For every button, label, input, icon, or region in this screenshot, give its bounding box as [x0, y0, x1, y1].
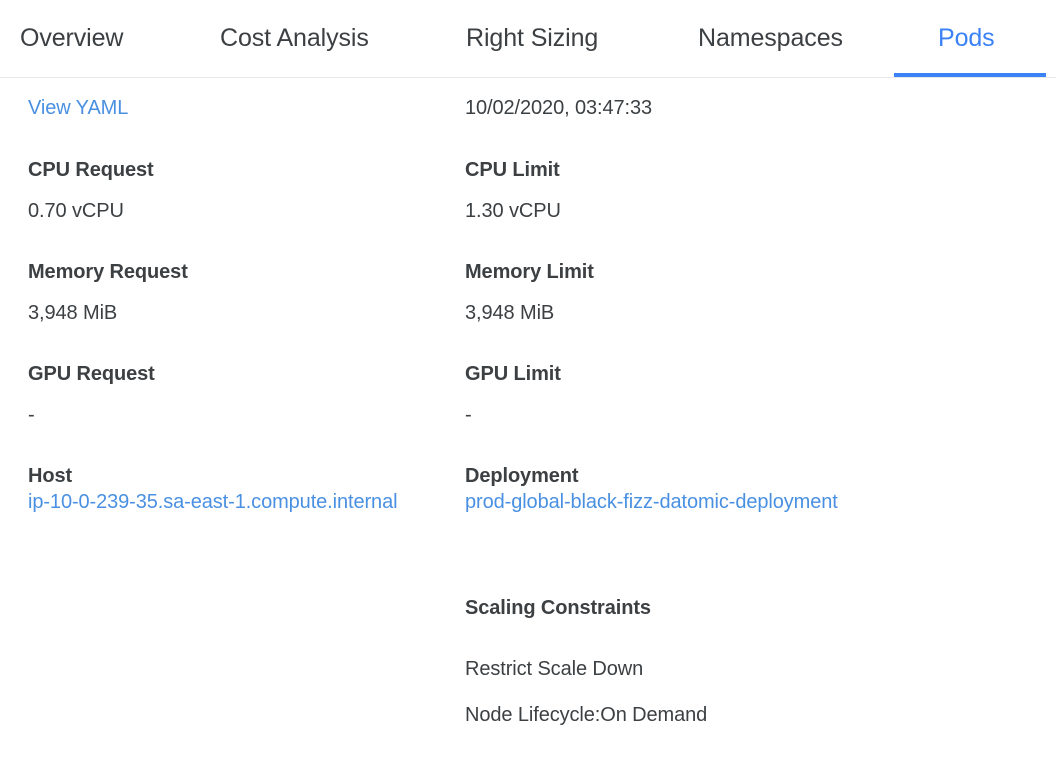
scaling-constraint-item-node-lifecycle: Node Lifecycle:On Demand [465, 704, 708, 726]
field-value-cpu-request: 0.70 vCPU [28, 200, 124, 222]
field-label-scaling-constraints: Scaling Constraints [465, 597, 651, 619]
tab-right-sizing[interactable]: Right Sizing [466, 24, 599, 52]
field-value-memory-request: 3,948 MiB [28, 302, 118, 324]
pod-timestamp: 10/02/2020, 03:47:33 [465, 97, 653, 119]
field-value-gpu-request: - [28, 404, 35, 426]
field-scaling-constraints: Scaling Constraints [465, 595, 855, 621]
field-label-memory-request: Memory Request [28, 261, 188, 283]
field-label-cpu-request: CPU Request [28, 159, 154, 181]
active-tab-indicator [894, 73, 1046, 77]
deployment-link[interactable]: prod-global-black-fizz-datomic-deploymen… [465, 491, 838, 513]
pod-detail-panel: View YAML CPU Request 0.70 vCPU Memory R… [0, 78, 1056, 758]
field-gpu-limit: GPU Limit - [465, 361, 855, 429]
field-cpu-limit: CPU Limit 1.30 vCPU [465, 157, 855, 225]
field-label-cpu-limit: CPU Limit [465, 159, 560, 181]
scaling-constraint-item-restrict-scale-down: Restrict Scale Down [465, 658, 644, 680]
field-value-memory-limit: 3,948 MiB [465, 302, 555, 324]
field-label-gpu-request: GPU Request [28, 363, 155, 385]
field-label-host: Host [28, 465, 73, 487]
field-deployment: Deployment prod-global-black-fizz-datomi… [465, 463, 855, 516]
field-label-deployment: Deployment [465, 465, 579, 487]
field-cpu-request: CPU Request 0.70 vCPU [28, 157, 428, 225]
tab-bar: Overview Cost Analysis Right Sizing Name… [0, 0, 1056, 78]
field-value-cpu-limit: 1.30 vCPU [465, 200, 561, 222]
field-host: Host ip-10-0-239-35.sa-east-1.compute.in… [28, 463, 428, 516]
field-label-memory-limit: Memory Limit [465, 261, 594, 283]
field-memory-limit: Memory Limit 3,948 MiB [465, 259, 855, 327]
field-gpu-request: GPU Request - [28, 361, 428, 429]
view-yaml-link[interactable]: View YAML [28, 97, 129, 119]
tab-overview[interactable]: Overview [20, 24, 124, 52]
field-value-gpu-limit: - [465, 404, 472, 426]
field-label-gpu-limit: GPU Limit [465, 363, 561, 385]
tab-namespaces[interactable]: Namespaces [698, 24, 843, 52]
field-memory-request: Memory Request 3,948 MiB [28, 259, 428, 327]
tab-pods[interactable]: Pods [938, 24, 995, 52]
tab-cost-analysis[interactable]: Cost Analysis [220, 24, 369, 52]
host-link[interactable]: ip-10-0-239-35.sa-east-1.compute.interna… [28, 491, 398, 513]
